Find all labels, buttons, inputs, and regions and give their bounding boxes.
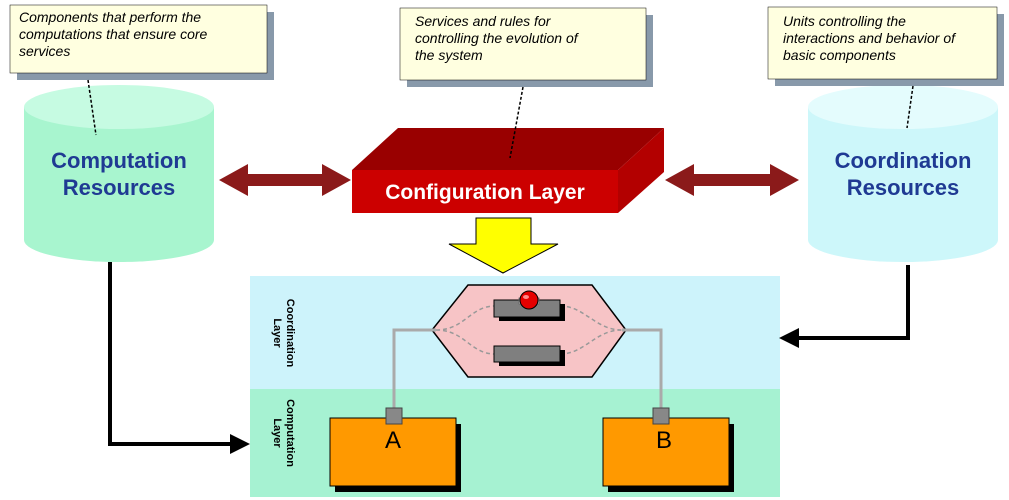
configuration-note-line3: the system [415, 47, 483, 63]
computation-arrow-head [230, 434, 250, 454]
configuration-layer-label: Configuration Layer [385, 181, 585, 204]
component-b-port [652, 407, 670, 425]
coordinator-lower-bar [493, 345, 561, 363]
component-a-box [329, 417, 457, 487]
coordination-resources-label-line2: Resources [847, 175, 960, 200]
connector-wire-a [392, 328, 436, 410]
coordinator-red-ball [519, 290, 539, 310]
computation-note-pointer [87, 79, 97, 136]
computation-resources-cylinder: Computation Resources [24, 85, 214, 262]
coordination-resources-cylinder: Coordination Resources [808, 85, 998, 262]
coordination-resources-label-line1: Coordination [835, 148, 972, 173]
component-a-port [385, 407, 403, 425]
computation-note: Components that perform the computations… [9, 4, 274, 80]
component-b-label: B [656, 427, 672, 454]
coordination-note: Units controlling the interactions and b… [767, 6, 1004, 86]
connector-wire-b [622, 328, 663, 410]
computation-resources-label-line1: Computation [51, 148, 187, 173]
coordination-note-pointer [906, 85, 914, 129]
coordination-note-line3: basic components [783, 47, 896, 63]
computation-layer-label-line2: Layer [271, 418, 283, 448]
computation-note-line2: computations that ensure core [19, 26, 208, 42]
computation-config-double-arrow [219, 164, 351, 196]
computation-to-layer-arrow [108, 262, 240, 449]
coordination-arrow-head [779, 328, 799, 348]
coordination-layer-label: Coordination Layer [271, 299, 296, 368]
coordination-layer-label-line2: Layer [271, 318, 283, 348]
computation-layer-label-line1: Computation [284, 399, 296, 467]
component-b-box [602, 417, 730, 487]
component-a-label: A [385, 427, 401, 454]
down-arrow [448, 217, 559, 274]
coordination-to-layer-arrow [795, 265, 910, 340]
coordination-note-line2: interactions and behavior of [783, 30, 957, 46]
computation-resources-label-line2: Resources [63, 175, 176, 200]
configuration-note: Services and rules for controlling the e… [399, 7, 653, 87]
computation-note-line3: services [19, 43, 70, 59]
configuration-note-line1: Services and rules for [415, 13, 552, 29]
configuration-note-pointer [509, 86, 524, 159]
coordination-layer-label-line1: Coordination [284, 299, 296, 368]
configuration-layer-box: Configuration Layer [352, 128, 664, 213]
computation-note-line1: Components that perform the [19, 9, 201, 25]
coordination-note-line1: Units controlling the [783, 13, 906, 29]
configuration-note-line2: controlling the evolution of [415, 30, 580, 46]
config-coordination-double-arrow [665, 164, 799, 196]
computation-layer-label: Computation Layer [271, 399, 296, 467]
